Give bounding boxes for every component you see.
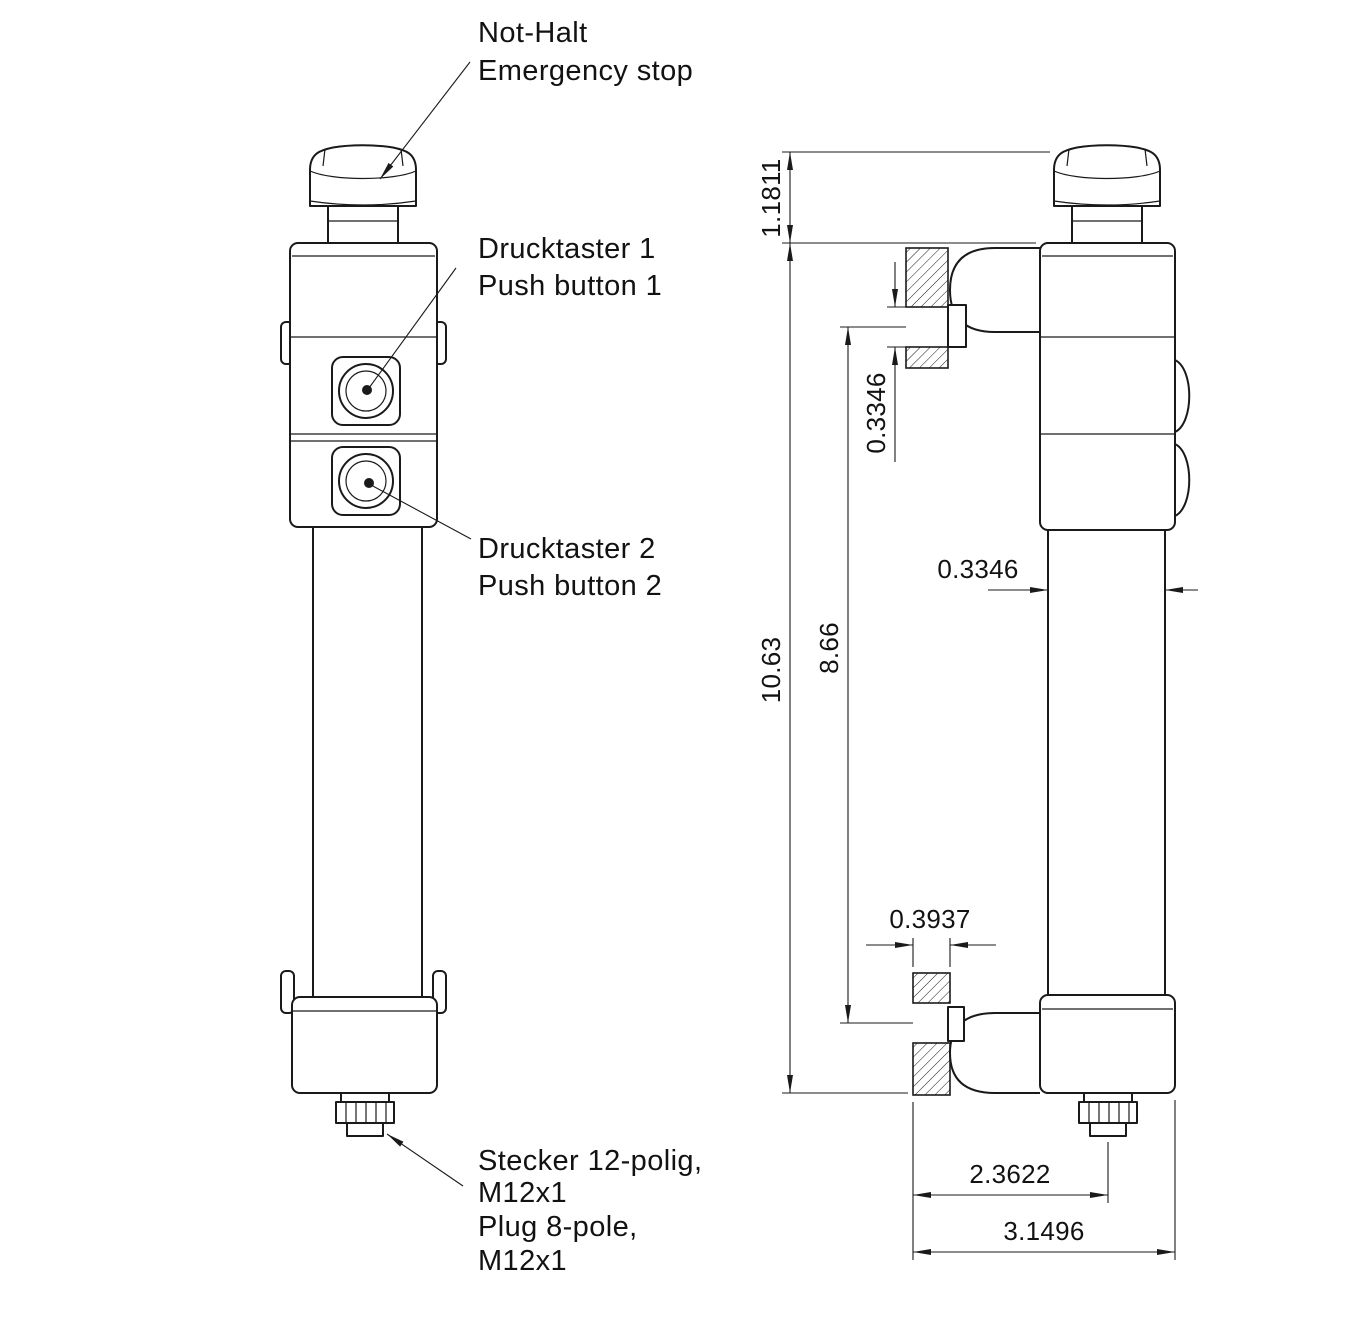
top-bracket-arm — [949, 247, 1040, 333]
label-emergency-stop: Emergency stop — [478, 55, 693, 87]
leader-button1 — [368, 267, 457, 389]
handle-shaft-side — [1047, 529, 1166, 996]
dim-overall-height-text: 10.63 — [756, 637, 786, 704]
dim-mount-to-plug-text: 2.3622 — [969, 1159, 1050, 1189]
label-plug-line1: Plug 8-pole, — [478, 1211, 638, 1243]
dim-bracket-hole-text: 0.3346 — [861, 372, 891, 453]
handle-shaft-front — [312, 526, 423, 999]
dim-mounting-distance: 8.66 — [814, 326, 913, 1024]
dim-mounting-distance-text: 8.66 — [814, 622, 844, 674]
dim-bracket-thickness: 0.3937 — [866, 904, 996, 967]
estop-button-front — [309, 144, 417, 244]
dim-shaft-width-text: 0.3346 — [937, 554, 1018, 584]
bottom-block-side — [1039, 994, 1176, 1094]
dim-overall-depth-text: 3.1496 — [1003, 1216, 1084, 1246]
label-plug-line2: M12x1 — [478, 1245, 567, 1277]
dim-overall-height: 10.63 — [756, 243, 908, 1094]
button1-side-bump — [1174, 359, 1191, 433]
side-view — [905, 144, 1191, 1137]
left-clip — [280, 970, 295, 1014]
dim-overall-depth: 3.1496 — [912, 1100, 1176, 1260]
leader-lines — [362, 61, 472, 1187]
leader-button2-dot — [364, 478, 374, 488]
label-push-button-2: Push button 2 — [478, 570, 662, 602]
label-drucktaster-1: Drucktaster 1 — [478, 233, 656, 265]
bottom-block-front — [280, 970, 447, 1094]
front-view — [280, 144, 447, 1137]
leader-plug — [386, 1133, 464, 1187]
estop-mushroom-cap-side — [1053, 144, 1161, 207]
dim-mount-to-plug: 2.3622 — [913, 1142, 1109, 1203]
dim-estop-height-text: 1.1811 — [756, 158, 786, 237]
dim-bracket-hole: 0.3346 — [861, 262, 908, 462]
label-stecker-line2: M12x1 — [478, 1177, 567, 1209]
estop-mushroom-cap-front — [309, 144, 417, 207]
side-body — [1039, 242, 1191, 531]
bottom-bracket-plate — [912, 972, 965, 1096]
dimensions: 1.1811 10.63 8.66 0.3346 0.3346 — [756, 151, 1198, 1260]
label-drucktaster-2: Drucktaster 2 — [478, 533, 656, 565]
button2-side-bump — [1174, 443, 1191, 517]
leader-estop — [379, 61, 471, 180]
upper-block-front — [280, 242, 447, 528]
label-not-halt: Not-Halt — [478, 17, 588, 49]
label-push-button-1: Push button 1 — [478, 270, 662, 302]
callout-labels: Not-Halt Emergency stop Drucktaster 1 Pu… — [478, 17, 702, 1277]
dim-bracket-thickness-text: 0.3937 — [889, 904, 970, 934]
leader-button1-dot — [362, 385, 372, 395]
estop-button-side — [1053, 144, 1161, 244]
connector-plug-side — [1078, 1092, 1138, 1137]
leader-button2 — [370, 484, 472, 540]
dim-estop-height: 1.1811 — [756, 151, 1050, 244]
top-bracket-plate — [905, 247, 967, 369]
label-stecker-line1: Stecker 12-polig, — [478, 1145, 702, 1177]
top-bracket-boss — [947, 304, 967, 348]
connector-plug-front — [335, 1092, 395, 1137]
bottom-bracket-boss — [947, 1006, 965, 1042]
dim-shaft-width: 0.3346 — [937, 554, 1198, 593]
